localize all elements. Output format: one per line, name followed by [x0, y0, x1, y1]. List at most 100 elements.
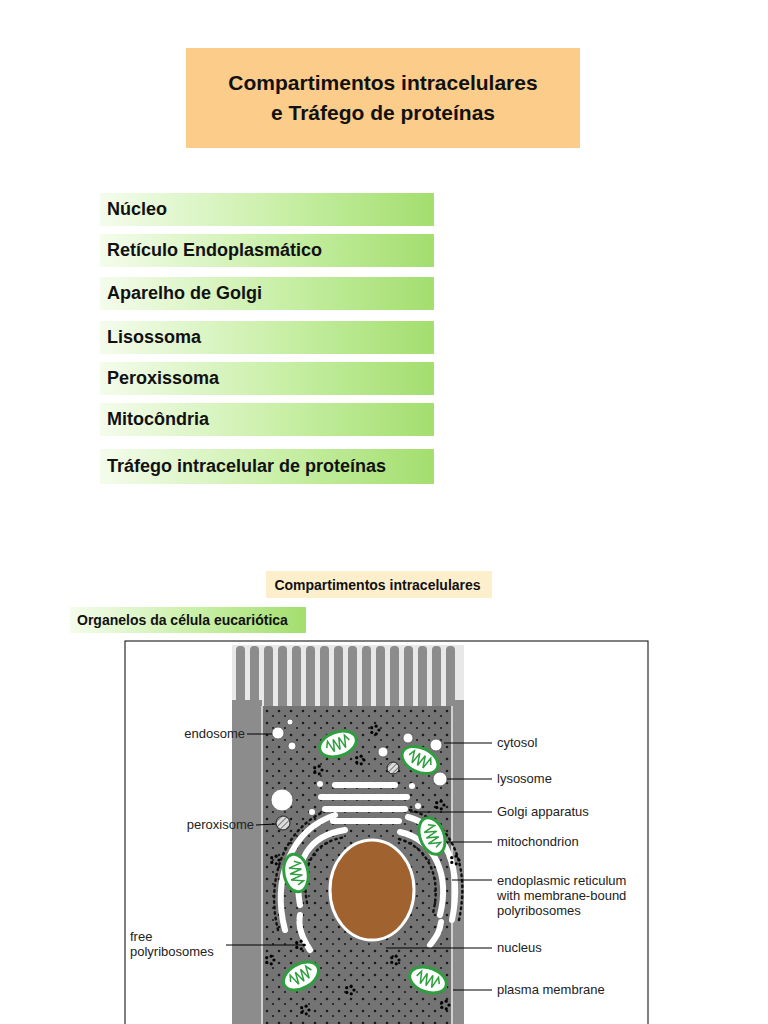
microvillus [390, 646, 399, 712]
ribosome [305, 1012, 308, 1015]
box-text: Mitocôndria [107, 409, 209, 430]
organelle-bar: Aparelho de Golgi [100, 277, 434, 310]
ribosome [457, 858, 460, 861]
ribosome [440, 800, 443, 803]
er-cistern [281, 815, 335, 930]
ribosome [395, 962, 398, 965]
figure-label: Golgi apparatus [497, 804, 589, 819]
box-text: Compartimentos intracelulares [274, 577, 480, 593]
cristae [288, 860, 304, 886]
leader-line [452, 880, 492, 881]
ribosome [345, 991, 348, 994]
organelle-bar: Núcleo [100, 193, 434, 226]
subsection-box: Organelos da célula eucariótica [70, 607, 306, 633]
endosome [272, 727, 284, 739]
leader-lines [226, 734, 492, 990]
golgi-cistern [318, 794, 410, 800]
ribosome [450, 861, 453, 864]
mitochondrion-membrane [279, 956, 324, 996]
microvillus [348, 646, 357, 712]
cristae [407, 749, 434, 770]
title-box: Compartimentos intracelulares e Tráfego … [186, 48, 580, 148]
ribosome-row [274, 808, 333, 930]
lysosome [271, 789, 293, 811]
mitochondrion-membrane [406, 962, 450, 998]
organelle-bar: Peroxissoma [100, 362, 434, 395]
microvillus [278, 646, 287, 712]
box-text: Tráfego intracelular de proteínas [107, 456, 386, 477]
endosome [288, 742, 296, 750]
er-cistern [430, 922, 441, 945]
leader-line [247, 734, 272, 735]
ribosome [300, 1011, 303, 1014]
endosome [287, 719, 293, 725]
cell-background [232, 645, 464, 1024]
ribosome [277, 858, 280, 861]
figure-label: peroxisome [187, 817, 254, 832]
vesicle [409, 783, 415, 789]
ribosome [275, 855, 278, 858]
ribosome [370, 726, 373, 729]
plasma-membrane [261, 706, 263, 1024]
mitochondrion-membrane [398, 741, 443, 779]
microvillus [376, 646, 385, 712]
leader-line [447, 779, 492, 780]
ribosome [300, 940, 303, 943]
ribosome [350, 992, 353, 995]
ribosome [318, 765, 321, 768]
box-text: Peroxissoma [107, 368, 219, 389]
endoplasmic-reticulum [281, 815, 455, 950]
neighbour-cell [232, 700, 262, 1024]
golgi-apparatus [309, 781, 421, 824]
endosomes [272, 719, 296, 750]
ribosome [440, 1001, 443, 1004]
golgi-cistern [332, 782, 398, 788]
ribosome [270, 856, 273, 859]
ribosome [445, 1007, 448, 1010]
microvillus [418, 646, 427, 712]
figure-label: free polyribosomes [130, 929, 222, 959]
ribosome [270, 861, 273, 864]
ribosome [275, 862, 278, 865]
cytosol [262, 706, 452, 1024]
ribosome [345, 986, 348, 989]
figure-label: cytosol [497, 735, 537, 750]
figure-label: plasma membrane [497, 982, 605, 997]
ribosome [375, 732, 378, 735]
figure-label: nucleus [497, 940, 542, 955]
microvillus [292, 646, 301, 712]
microvillus [404, 646, 413, 712]
ribosome [397, 958, 400, 961]
mitochondrion [406, 962, 450, 998]
free-polyribosomes [265, 725, 460, 1016]
microvillus [334, 646, 343, 712]
mitochondrion [279, 956, 324, 996]
ribosome [377, 728, 380, 731]
topic-bar: Tráfego intracelular de proteínas [100, 449, 434, 484]
ribosome [300, 947, 303, 950]
lysosomes [271, 733, 447, 811]
golgi-cistern [322, 806, 408, 812]
nucleus [330, 840, 414, 940]
ribosome [440, 807, 443, 810]
ribosome [265, 956, 268, 959]
leader-line [226, 945, 306, 946]
microvillus [306, 646, 315, 712]
vesicle [415, 803, 421, 809]
ribosome [360, 755, 363, 758]
organelle-bar: Lisossoma [100, 321, 434, 354]
mitochondrion [281, 852, 311, 894]
ribosome [362, 758, 365, 761]
ribosome [313, 766, 316, 769]
microvillus [320, 646, 329, 712]
golgi-cistern [330, 818, 402, 824]
ribosome [272, 958, 275, 961]
ribosome [355, 756, 358, 759]
mitochondrion [398, 741, 443, 779]
lysosome [433, 772, 447, 786]
figure-label: mitochondrion [497, 834, 579, 849]
ribosome [300, 1006, 303, 1009]
lysosome [403, 733, 413, 743]
ribosome [350, 985, 353, 988]
cristae [325, 734, 352, 753]
